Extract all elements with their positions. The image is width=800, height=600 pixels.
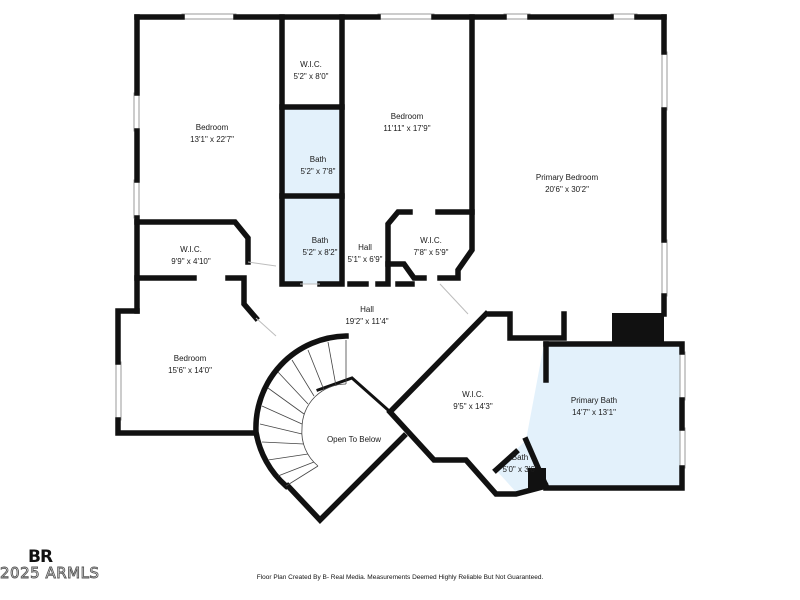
- window: [661, 239, 668, 297]
- wall: [115, 308, 256, 436]
- bath-2-fill: [284, 195, 340, 284]
- room-dims-bedroom-2: 11'11" x 17'9": [383, 124, 430, 133]
- room-dims-bath-2: 5'2" x 8'2": [303, 248, 338, 257]
- bath-1-fill: [284, 109, 340, 195]
- window: [679, 427, 686, 469]
- room-dims-bedroom-3: 15'6" x 14'0": [168, 366, 212, 375]
- stair-tread: [267, 387, 305, 415]
- room-dims-wic-4: 9'5" x 14'3": [453, 402, 493, 411]
- wall: [225, 275, 260, 322]
- stair-tread: [277, 461, 315, 477]
- room-name-wic-2: W.I.C.: [420, 236, 442, 245]
- room-dims-bedroom-1: 13'1" x 22'7": [190, 135, 234, 144]
- room-name-hall-1: Hall: [358, 243, 372, 252]
- window: [661, 51, 668, 111]
- room-name-bedroom-3: Bedroom: [174, 354, 207, 363]
- room-name-bedroom-2: Bedroom: [391, 112, 424, 121]
- room-name-wic-4: W.I.C.: [462, 390, 484, 399]
- room-dims-wic-2: 7'8" x 5'9": [414, 248, 449, 257]
- wall: [543, 341, 685, 491]
- wall: [487, 311, 567, 341]
- stair-tread: [261, 405, 303, 425]
- wall: [385, 261, 427, 281]
- wall: [375, 209, 413, 287]
- wall: [386, 310, 550, 497]
- window: [133, 92, 140, 132]
- window: [181, 13, 237, 20]
- door-opening: [439, 283, 469, 315]
- window: [679, 351, 686, 401]
- stair-inner-arc: [301, 383, 347, 467]
- room-dims-primary-bedroom: 20'6" x 30'2": [545, 185, 589, 194]
- stair-tread: [291, 359, 315, 397]
- room-dims-bath-1: 5'2" x 7'8": [301, 167, 336, 176]
- room-dims-wic-1: 5'2" x 8'0": [294, 72, 329, 81]
- window: [377, 13, 435, 20]
- stair-tread: [307, 349, 325, 391]
- open-to-below-label: Open To Below: [327, 435, 381, 444]
- room-dims-wic-3: 9'9" x 4'10": [171, 257, 211, 266]
- footer-disclaimer: Floor Plan Created By B- Real Media. Mea…: [256, 574, 544, 581]
- room-name-hall-2: Hall: [360, 305, 374, 314]
- corner-block: [528, 468, 546, 488]
- room-name-wic-3: W.I.C.: [180, 245, 202, 254]
- room-name-bath-2: Bath: [312, 236, 328, 245]
- room-fills: [284, 109, 682, 492]
- window: [610, 13, 638, 20]
- window: [503, 13, 531, 20]
- wall: [284, 432, 408, 524]
- room-name-primary-bath: Primary Bath: [571, 396, 617, 405]
- room-dims-hall-2: 19'2" x 11'4": [345, 317, 388, 326]
- watermark: 2025 ARMLS: [0, 564, 100, 583]
- stair-rail: [285, 465, 319, 487]
- room-dims-hall-1: 5'1" x 6'9": [348, 255, 383, 264]
- walls: [115, 14, 685, 524]
- stair-tread: [261, 441, 305, 445]
- room-name-bath-1: Bath: [310, 155, 326, 164]
- room-name-primary-bedroom: Primary Bedroom: [536, 173, 599, 182]
- room-dims-bath-3: 5'0" x 3'6": [503, 465, 538, 474]
- stair-tread: [277, 371, 309, 405]
- spiral-staircase: [253, 333, 349, 490]
- room-dims-primary-bath: 14'7" x 13'1": [572, 408, 616, 417]
- room-name-bath-3: Bath: [512, 453, 528, 462]
- stair-outer-wall: [253, 333, 349, 490]
- door-opening: [247, 261, 277, 267]
- room-name-wic-1: W.I.C.: [300, 60, 322, 69]
- wall: [134, 219, 251, 265]
- room-name-bedroom-1: Bedroom: [196, 123, 229, 132]
- stair-tread: [259, 423, 303, 435]
- stair-tread: [327, 341, 337, 387]
- brand-logo: BR: [28, 547, 53, 567]
- openings: [247, 261, 469, 337]
- wall: [437, 14, 475, 281]
- room-labels: Bedroom 13'1" x 22'7" W.I.C. 5'2" x 8'0"…: [168, 60, 617, 474]
- stair-tread: [267, 453, 309, 461]
- wall: [492, 448, 520, 474]
- window: [133, 179, 140, 219]
- closet-block: [612, 313, 664, 344]
- window: [115, 361, 122, 421]
- railing: [316, 376, 391, 413]
- primary-bath-fill: [526, 344, 682, 486]
- door-opening: [255, 317, 277, 337]
